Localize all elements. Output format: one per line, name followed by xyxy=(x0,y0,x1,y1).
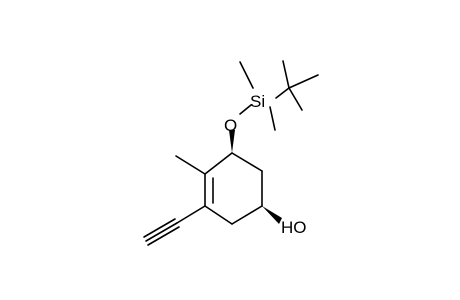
bond-c1-c6 xyxy=(231,205,263,225)
bond-alkyne-triple-1 xyxy=(145,222,178,242)
atom-label-oxygen: O xyxy=(224,116,237,135)
bond-c5-c4 xyxy=(231,152,263,172)
bond-tbu-down xyxy=(288,87,303,111)
bond-alkyne-triple-3 xyxy=(147,226,180,246)
bond-alkyne-triple-2 xyxy=(143,218,176,238)
bond-tbu-right xyxy=(288,74,319,89)
bond-si-methyl-down xyxy=(269,106,276,131)
bond-si-tbutyl xyxy=(275,87,290,99)
atom-label-hydroxyl: HO xyxy=(281,218,307,237)
bond-c4-c3 xyxy=(204,152,233,175)
bond-o-si xyxy=(239,104,252,115)
bond-c2-c1 xyxy=(204,205,233,225)
wedge-bond-c6-oh xyxy=(262,206,282,224)
bond-methyl xyxy=(175,155,206,175)
wedge-bond-c4-o xyxy=(229,130,235,153)
bond-si-methyl-up xyxy=(239,61,254,89)
bond-c2-alkyne xyxy=(176,205,206,224)
atom-label-silicon: Si xyxy=(250,92,265,111)
bond-tbu-up xyxy=(282,60,290,89)
